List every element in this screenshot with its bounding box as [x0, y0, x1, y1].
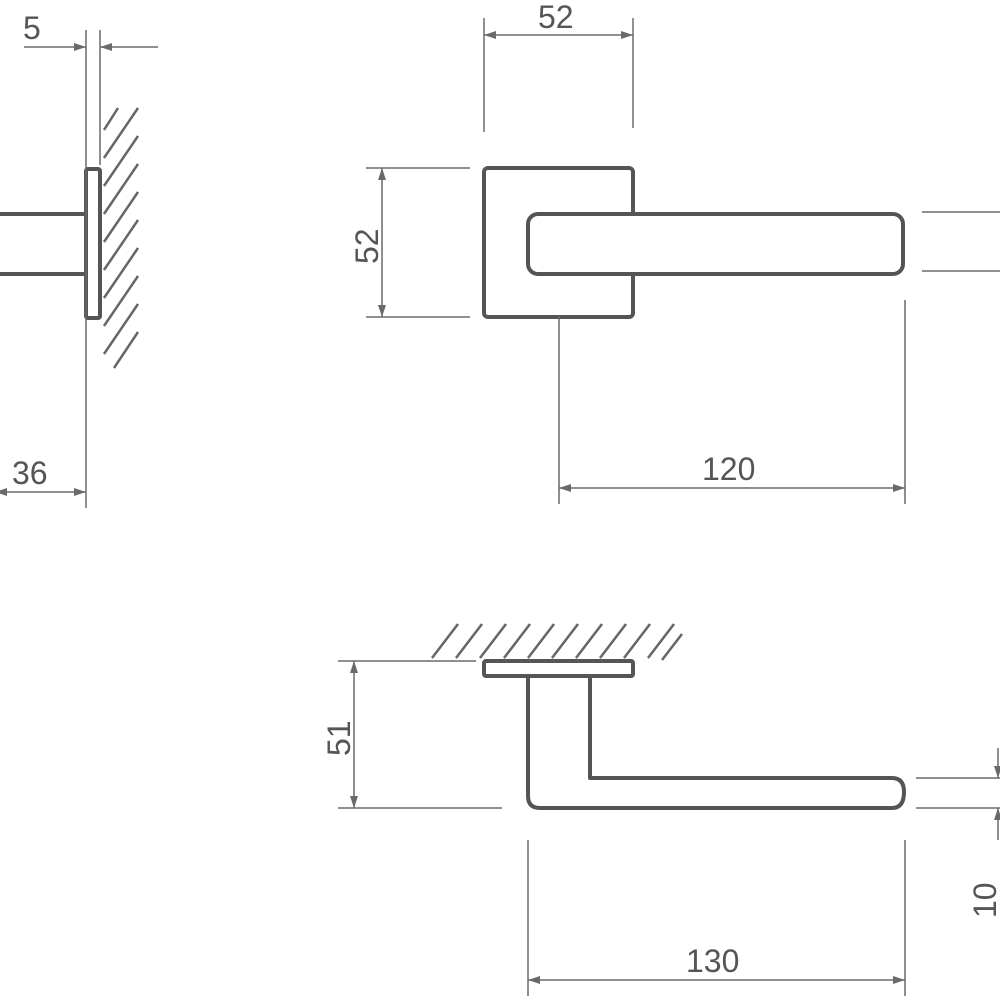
- top-lever-profile: [526, 674, 906, 810]
- top-wall-hatching: [431, 623, 683, 661]
- rose-width-label: 52: [538, 0, 574, 35]
- top-length-label: 130: [686, 943, 739, 979]
- side-projection-label: 36: [12, 455, 48, 491]
- side-view: 5 36: [0, 10, 158, 508]
- rose-height-label: 52: [349, 228, 385, 264]
- side-rose-plate: [84, 167, 102, 320]
- lever-length-label: 120: [702, 451, 755, 487]
- front-lever: [526, 212, 905, 276]
- top-view: 51 130 10: [321, 623, 1000, 996]
- top-height-label: 51: [321, 720, 357, 756]
- lever-thickness-label: 10: [967, 882, 1000, 918]
- side-wall-hatching: [102, 107, 140, 369]
- front-view: 52 52 120: [349, 0, 1000, 504]
- side-thickness-label: 5: [23, 10, 41, 46]
- side-lever-shank: [0, 212, 88, 276]
- top-rose-plate: [482, 659, 635, 678]
